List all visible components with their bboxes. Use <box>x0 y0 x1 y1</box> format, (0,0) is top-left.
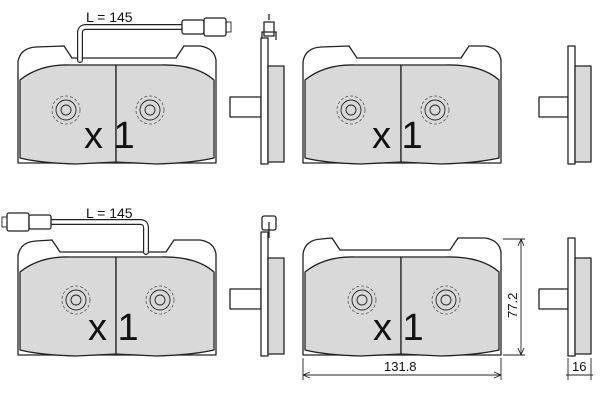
pad-front-top-right: x 1 <box>302 45 502 165</box>
pad-front-top-left: x 1 <box>17 45 217 165</box>
width-dimension-value: 131.8 <box>384 359 417 374</box>
pad-side-view-top-right <box>538 45 592 165</box>
pad-front-bottom-left: x 1 <box>17 239 217 357</box>
height-dimension-value: 77.2 <box>505 293 520 318</box>
wear-sensor-bottom: L = 145 <box>1 205 149 255</box>
wire-length-label: L = 145 <box>86 205 133 221</box>
quantity-label: x 1 <box>88 307 139 349</box>
quantity-label: x 1 <box>84 115 135 157</box>
width-dimension: 131.8 <box>302 358 502 380</box>
pad-side-view-bottom-right <box>538 237 592 357</box>
pad-side-view-bottom-left <box>229 215 285 357</box>
pad-side-view-top-left <box>229 14 285 165</box>
quantity-label: x 1 <box>373 307 424 349</box>
thickness-dimension: 16 <box>566 358 593 380</box>
thickness-dimension-value: 16 <box>572 359 586 374</box>
pad-front-bottom-right: x 1 <box>302 237 502 357</box>
wire-length-label: L = 145 <box>86 9 133 25</box>
quantity-label: x 1 <box>372 115 423 157</box>
height-dimension: 77.2 <box>503 238 525 356</box>
wear-sensor-top: L = 145 <box>77 9 232 63</box>
